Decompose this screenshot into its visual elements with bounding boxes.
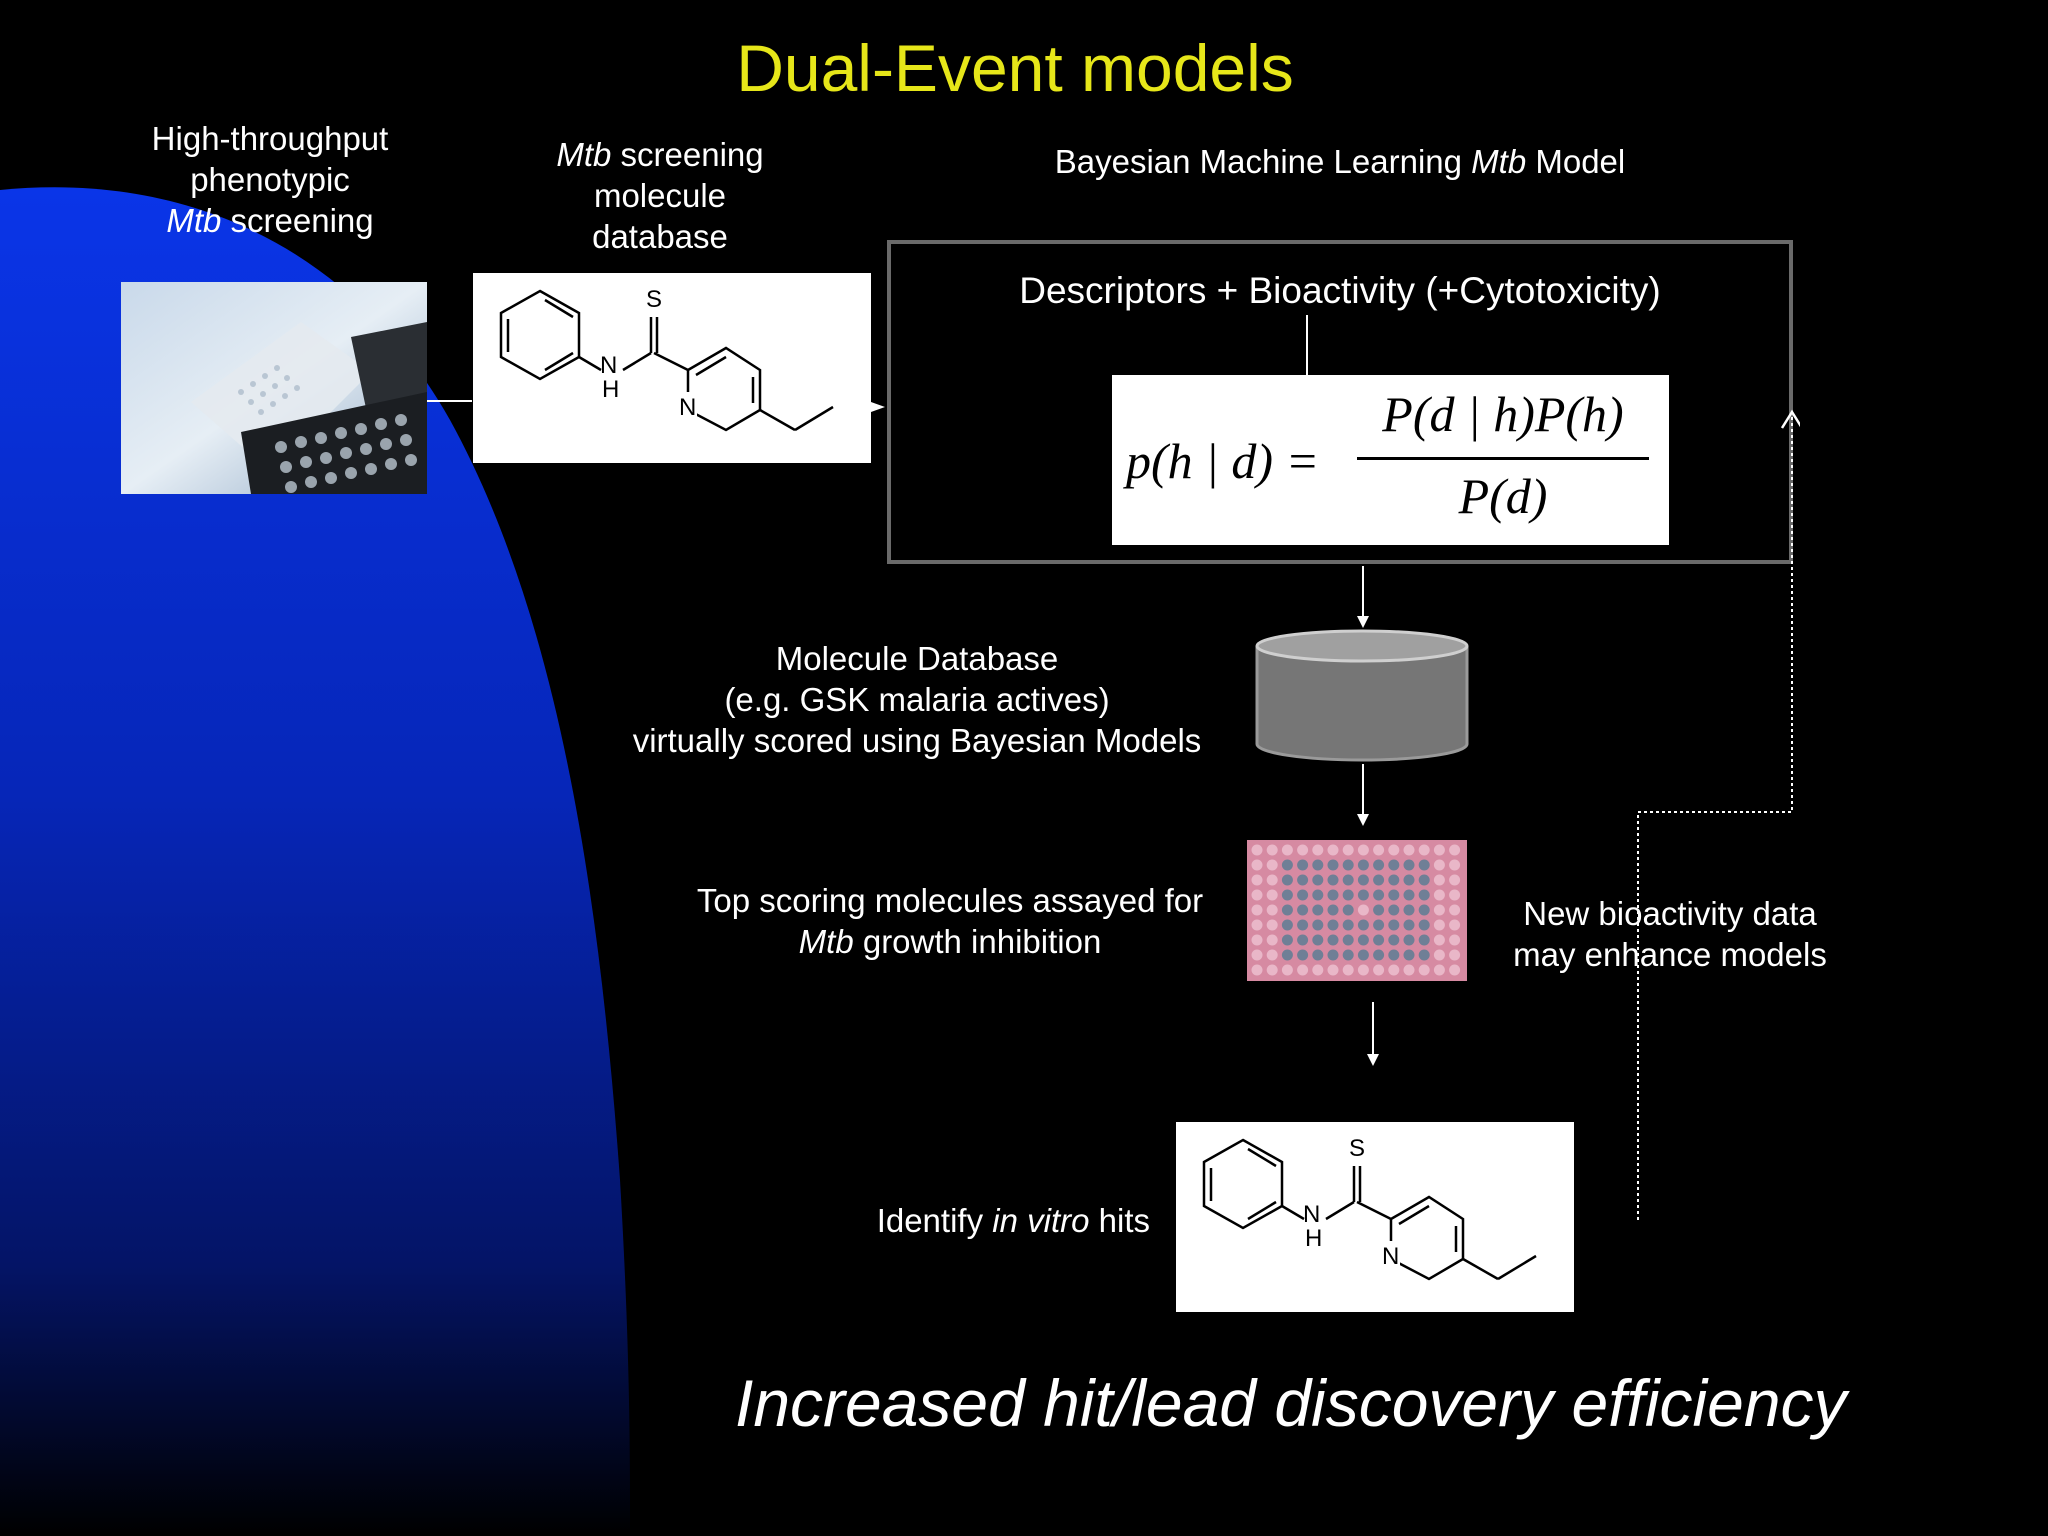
amide-nitrogen: N bbox=[600, 352, 617, 379]
molecule-db-label: Molecule Database (e.g. GSK malaria acti… bbox=[632, 640, 1202, 759]
screening-plate-photo bbox=[121, 282, 427, 494]
top-scoring-label: Top scoring molecules assayed for Mtb gr… bbox=[696, 882, 1204, 960]
descriptors-label: Descriptors + Bioactivity (+Cytotoxicity… bbox=[1019, 270, 1661, 311]
bayes-formula: p(h | d) = P(d | h)P(h) P(d) bbox=[1112, 375, 1669, 545]
tagline: Increased hit/lead discovery efficiency bbox=[735, 1366, 1847, 1440]
ring-nitrogen: N bbox=[1382, 1243, 1399, 1270]
ring-nitrogen: N bbox=[679, 394, 696, 421]
molecule-structure-1: S N H N bbox=[473, 273, 871, 463]
hts-label: High-throughput phenotypic Mtb screening bbox=[151, 120, 389, 239]
feedback-loop-arrow bbox=[1637, 409, 1800, 1220]
amide-nitrogen: N bbox=[1303, 1201, 1320, 1228]
sulfur-atom: S bbox=[646, 286, 662, 313]
connector-line bbox=[427, 400, 472, 402]
arrow-to-assay bbox=[1357, 764, 1369, 826]
sulfur-atom: S bbox=[1349, 1135, 1365, 1162]
arrow-to-model bbox=[871, 402, 885, 412]
formula-denominator: P(d) bbox=[1458, 468, 1548, 524]
bayesian-model-label: Bayesian Machine Learning Mtb Model bbox=[1054, 143, 1626, 180]
new-data-label: New bioactivity data may enhance models bbox=[1513, 895, 1827, 973]
screening-db-label: Mtb screening molecule database bbox=[556, 136, 764, 255]
formula-numerator: P(d | h)P(h) bbox=[1382, 386, 1624, 442]
identify-hits-label: Identify in vitro hits bbox=[876, 1202, 1150, 1239]
fraction-bar bbox=[1357, 457, 1649, 460]
arrow-to-hits bbox=[1367, 1002, 1379, 1066]
descriptor-connector bbox=[1306, 315, 1308, 377]
molecule-structure-2: S N H N bbox=[1176, 1122, 1574, 1312]
slide-title: Dual-Event models bbox=[736, 31, 1294, 105]
amide-hydrogen: H bbox=[1305, 1225, 1322, 1252]
bayesian-model-box bbox=[887, 240, 1793, 564]
arrow-to-database bbox=[1357, 566, 1369, 628]
formula-lhs: p(h | d) = bbox=[1126, 433, 1320, 489]
database-cylinder-icon bbox=[1255, 629, 1469, 762]
amide-hydrogen: H bbox=[602, 376, 619, 403]
assay-plate-photo bbox=[1247, 840, 1467, 981]
